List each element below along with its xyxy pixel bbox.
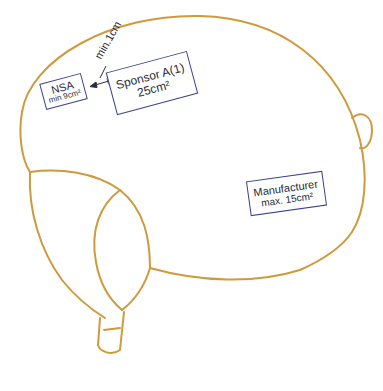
arrow-head (90, 82, 97, 88)
strap-buckle (104, 328, 120, 330)
sticker-area-box: Sponsor A(1)25cm² (106, 51, 199, 116)
goggle-clip (352, 114, 372, 148)
helmet-shell (22, 16, 365, 270)
helmet-rim (30, 171, 150, 268)
chin-strap (98, 312, 124, 353)
ear-flap-inner (94, 190, 122, 310)
sticker-area-box: Manufacturermax. 15cm² (246, 171, 327, 216)
helmet-front-edge (20, 112, 30, 172)
helmet-bottom-rim (150, 268, 300, 280)
dimension-label: min.1cm (92, 19, 123, 61)
sticker-area-box: NSAmin 9cm² (39, 73, 87, 110)
helmet-lower-edge (122, 268, 150, 310)
